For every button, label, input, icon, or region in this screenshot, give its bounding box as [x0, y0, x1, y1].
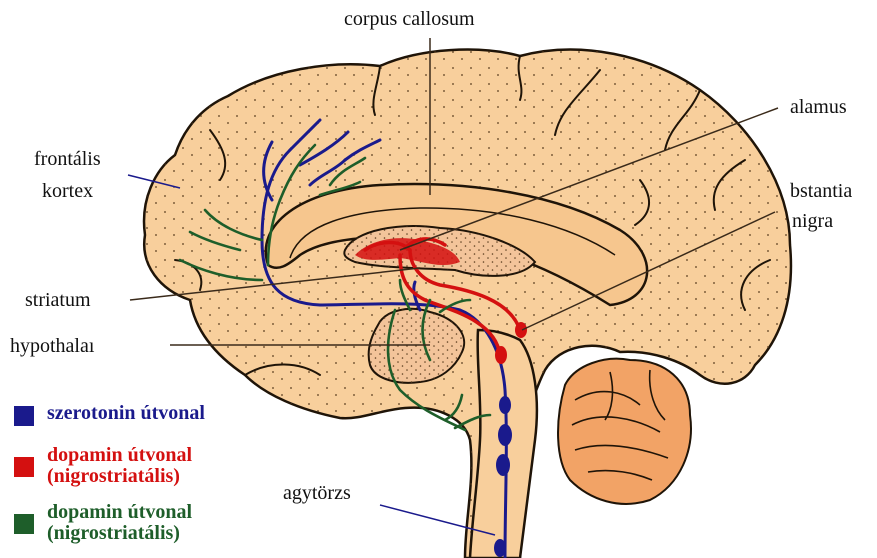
label-striatum: striatum: [25, 289, 91, 312]
label-corpus-callosum: corpus callosum: [344, 8, 475, 31]
cortex-stipple: [144, 50, 791, 558]
legend-dopamine-red-line1: dopamin útvonal: [47, 445, 192, 466]
label-substantia-nigra-line1: bstantia: [790, 180, 852, 203]
legend-label-dopamine-red: dopamin útvonal (nigrostriatális): [47, 445, 192, 487]
legend-label-serotonin: szerotonin útvonal: [47, 403, 205, 424]
label-frontal-cortex-line1: frontális: [34, 148, 101, 171]
legend-label-dopamine-green: dopamin útvonal (nigrostriatális): [47, 502, 192, 544]
legend-dopamine-green-line2: (nigrostriatális): [47, 523, 192, 544]
legend-dopamine-red-line2: (nigrostriatális): [47, 466, 192, 487]
label-hypothalamus: hypothalaı: [10, 335, 94, 358]
legend-swatch-dopamine-red: [14, 457, 34, 477]
cerebellum: [558, 359, 691, 504]
label-frontal-cortex-line2: kortex: [42, 180, 93, 203]
legend-dopamine-green-line1: dopamin útvonal: [47, 502, 192, 523]
legend-swatch-serotonin: [14, 406, 34, 426]
label-brainstem: agytörzs: [283, 482, 351, 505]
label-thalamus: alamus: [790, 96, 847, 119]
legend-swatch-dopamine-green: [14, 514, 34, 534]
label-substantia-nigra-line2: nigra: [792, 210, 833, 233]
